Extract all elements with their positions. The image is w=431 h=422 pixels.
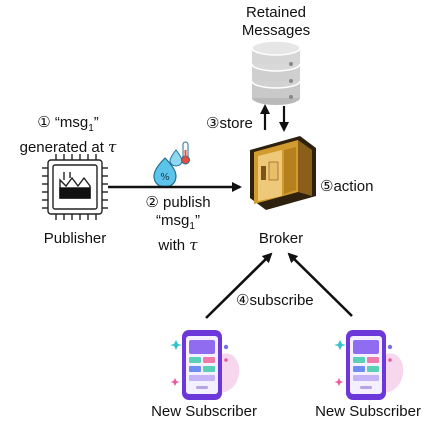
subscriber-phone-icon-left bbox=[170, 330, 240, 400]
retained-messages-label: Retained Messages bbox=[241, 4, 311, 39]
publisher-chip-icon bbox=[42, 154, 108, 220]
subscriber-phone-icon-right bbox=[334, 330, 404, 400]
sensor-droplet-icon: % bbox=[153, 141, 190, 188]
subscriber-left-label: New Subscriber bbox=[151, 403, 257, 420]
subscribe-arrow-left bbox=[205, 252, 273, 319]
broker-label: Broker bbox=[258, 230, 304, 247]
subscribe-arrow-right bbox=[287, 252, 353, 317]
subscriber-right-label: New Subscriber bbox=[315, 403, 421, 420]
publisher-label: Publisher bbox=[43, 230, 107, 247]
subscribe-label: ④subscribe bbox=[236, 292, 314, 309]
publish-label: ② publish “msg1” with τ bbox=[145, 194, 211, 254]
action-label: ⑤action bbox=[320, 178, 374, 195]
database-icon bbox=[251, 40, 301, 105]
svg-text:%: % bbox=[160, 172, 170, 183]
generated-label: ① “msg1” generated at τ bbox=[19, 114, 117, 156]
store-label: ③store bbox=[206, 115, 253, 132]
broker-icon bbox=[250, 136, 316, 210]
